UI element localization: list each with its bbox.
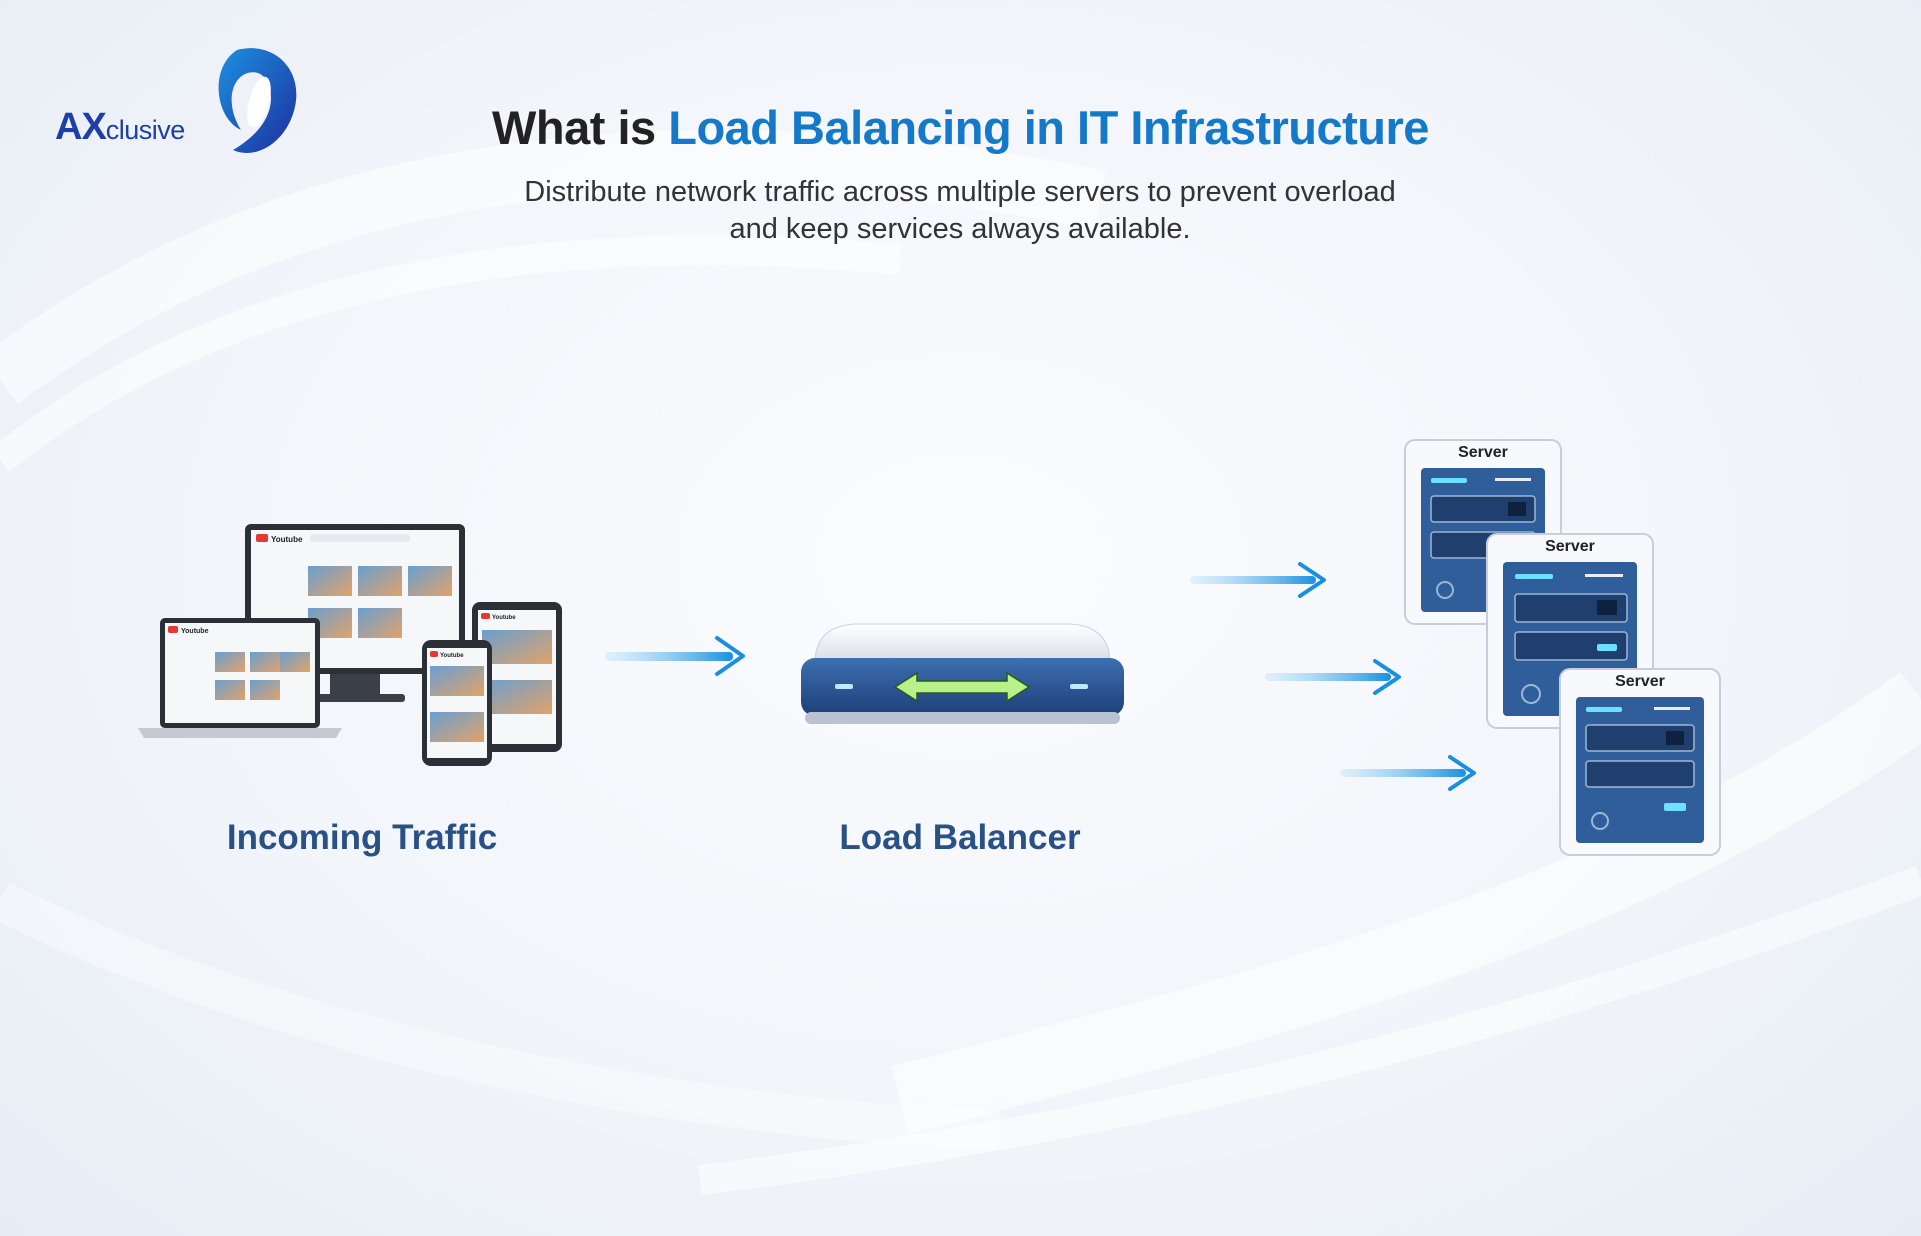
smartphone: Youtube	[422, 640, 492, 766]
server-label: Server	[1615, 673, 1665, 690]
arrow-right-icon	[1340, 755, 1476, 791]
logo-swirl-icon	[218, 48, 297, 153]
logo-wordmark: AXclusive	[55, 106, 185, 149]
logo-suffix: clusive	[105, 115, 186, 145]
subtitle-line-2: and keep services always available.	[729, 213, 1191, 245]
arrow-right-icon	[605, 636, 745, 676]
arrow-right-icon	[1190, 562, 1326, 598]
phone-brand: Youtube	[440, 653, 464, 659]
laptop: Youtube	[138, 618, 342, 738]
title-highlight: Load Balancing in IT Infrastructure	[668, 101, 1429, 154]
tablet-brand: Youtube	[492, 615, 516, 621]
incoming-traffic-label: Incoming Traffic	[226, 818, 498, 857]
bidirectional-arrow-icon	[893, 671, 1031, 703]
subtitle-line-1: Distribute network traffic across multip…	[524, 176, 1396, 208]
page-title: What is Load Balancing in IT Infrastruct…	[0, 100, 1921, 155]
axclusive-logo: AXclusive	[55, 42, 297, 162]
logo-prefix: AX	[55, 106, 107, 148]
laptop-brand: Youtube	[181, 628, 209, 635]
server-3: Server	[1558, 667, 1722, 857]
server-rack-icon	[1559, 668, 1721, 856]
devices-illustration: Youtube Youtube Youtube Youtube	[138, 524, 562, 766]
load-balancer-label: Load Balancer	[839, 818, 1081, 857]
server-label: Server	[1545, 538, 1595, 555]
arrow-right-icon	[1265, 659, 1401, 695]
title-plain: What is	[492, 101, 669, 154]
server-label: Server	[1458, 444, 1508, 461]
page-subtitle: Distribute network traffic across multip…	[460, 174, 1460, 248]
monitor-brand: Youtube	[271, 535, 303, 544]
load-balancer-device	[801, 623, 1124, 724]
